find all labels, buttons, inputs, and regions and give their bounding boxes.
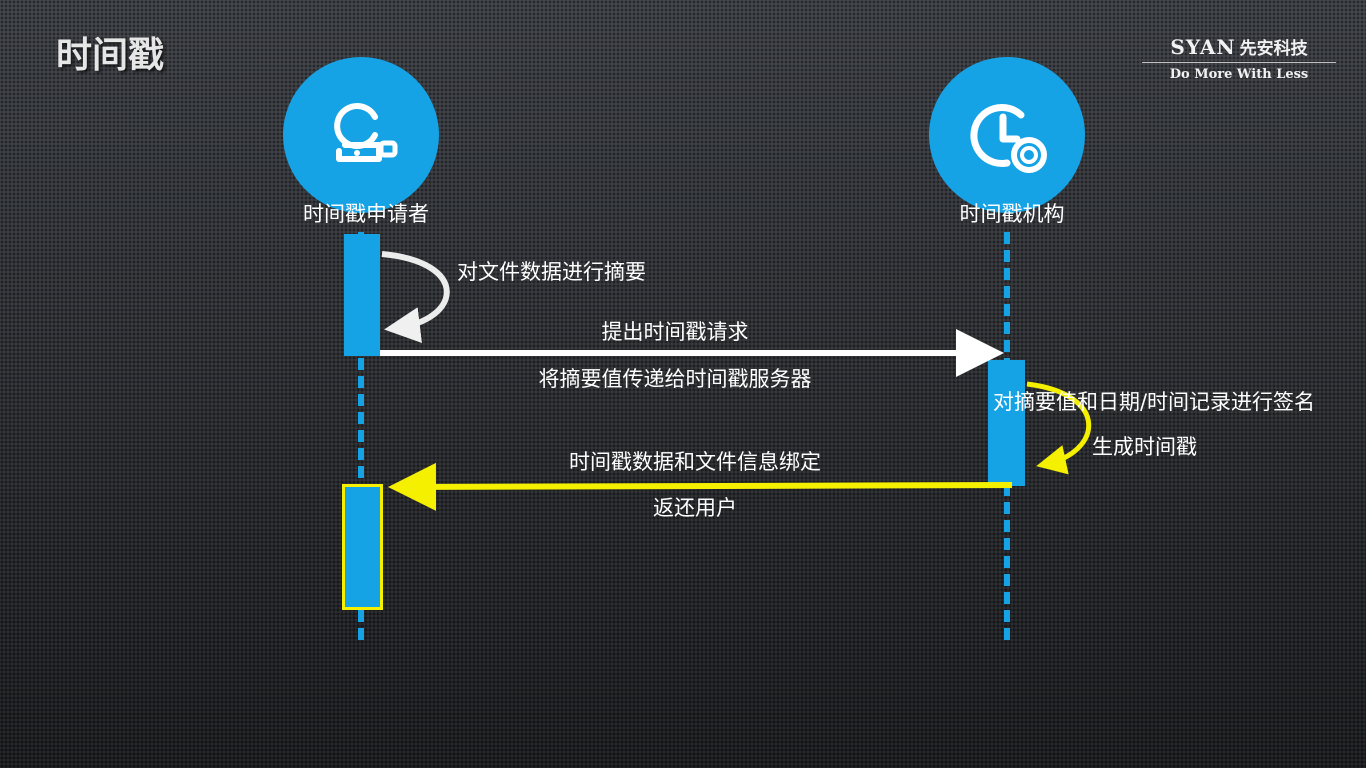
brand-tagline: Do More With Less bbox=[1169, 67, 1309, 82]
request-label-below: 将摘要值传递给时间戳服务器 bbox=[538, 367, 812, 391]
page-title: 时间戳 bbox=[56, 35, 165, 76]
brand-name-cn: 先安科技 bbox=[1239, 39, 1308, 59]
response-arrow bbox=[388, 462, 1013, 511]
self-digest-arrow bbox=[381, 251, 450, 343]
self-digest-label: 对文件数据进行摘要 bbox=[457, 260, 646, 284]
applicant-actor-label: 时间戳申请者 bbox=[303, 202, 429, 226]
authority-actor-icon bbox=[929, 57, 1085, 213]
authority-activation-bar bbox=[988, 360, 1025, 486]
applicant-actor-icon bbox=[283, 57, 439, 213]
self-sign-label-above: 对摘要值和日期/时间记录进行签名 bbox=[992, 390, 1316, 414]
clock-seal-icon bbox=[970, 103, 1047, 173]
applicant-lifeline bbox=[358, 232, 364, 640]
applicant-activation-bar bbox=[344, 234, 380, 356]
applicant-result-activation-bar bbox=[342, 484, 383, 610]
self-sign-label-below: 生成时间戳 bbox=[1092, 435, 1197, 459]
response-label-below: 返还用户 bbox=[653, 496, 737, 520]
authority-actor-label: 时间戳机构 bbox=[959, 202, 1065, 226]
self-sign-arrow bbox=[1026, 381, 1092, 475]
response-label-above: 时间戳数据和文件信息绑定 bbox=[569, 450, 821, 474]
brand-divider bbox=[1142, 62, 1336, 63]
request-label-above: 提出时间戳请求 bbox=[601, 320, 749, 344]
usb-key-user-icon bbox=[334, 103, 398, 162]
